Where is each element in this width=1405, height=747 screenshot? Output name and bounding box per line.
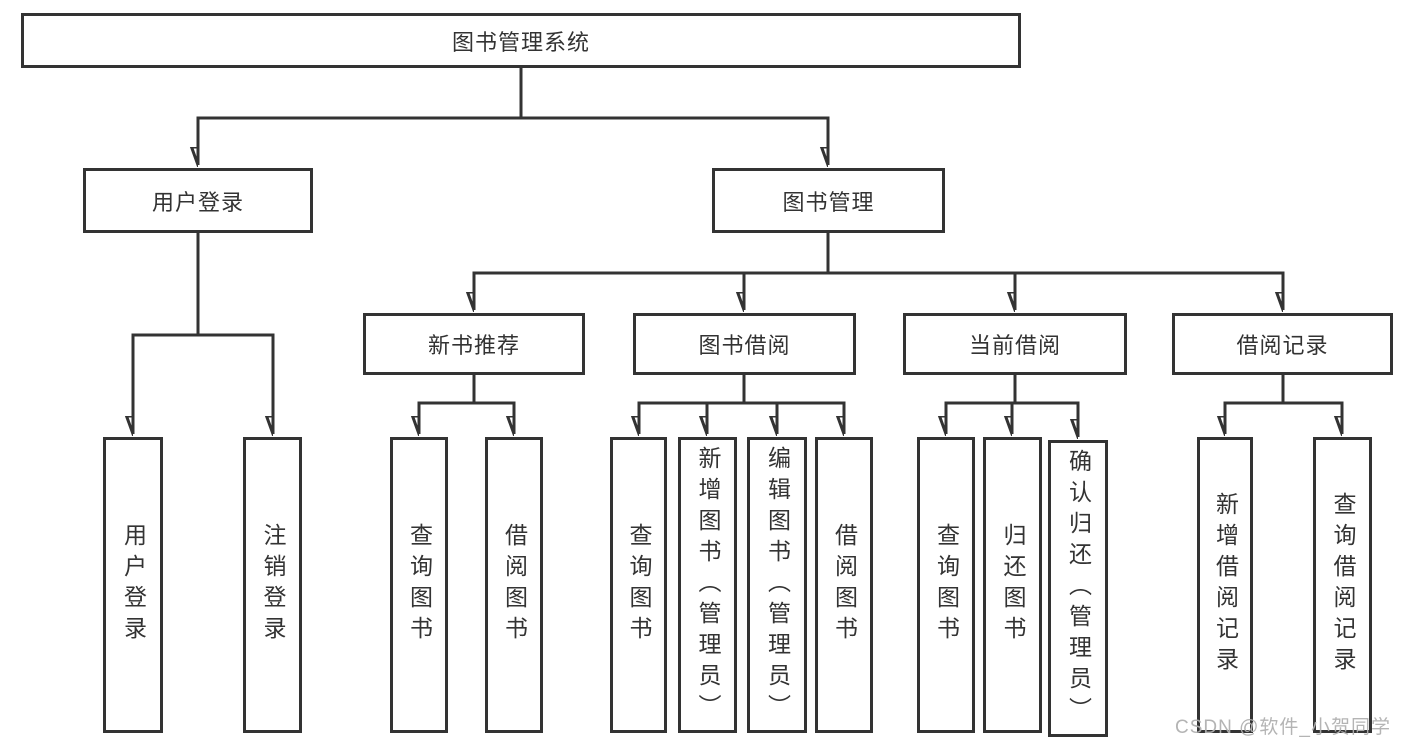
node-book-borrow: 图书借阅 xyxy=(633,313,856,375)
node-leaf-user-login: 用户登录 xyxy=(103,437,163,733)
node-leaf-cb-return-book-label: 归还图书 xyxy=(1000,523,1026,647)
node-current-borrow-label: 当前借阅 xyxy=(968,333,1061,358)
node-leaf-bb-edit-book-admin: 编辑图书（管理员） xyxy=(747,437,807,733)
edge-root-to-level2 xyxy=(198,68,830,165)
edge-current-borrow-children xyxy=(946,375,1080,437)
node-root-system: 图书管理系统 xyxy=(21,13,1021,68)
node-new-book-recommend: 新书推荐 xyxy=(363,313,585,375)
node-leaf-user-login-label: 用户登录 xyxy=(120,523,147,647)
node-book-management-label: 图书管理 xyxy=(782,189,875,215)
node-leaf-nb-borrow-book: 借阅图书 xyxy=(485,437,543,733)
node-leaf-bb-edit-book-admin-label: 编辑图书（管理员） xyxy=(764,445,791,725)
node-leaf-br-add-record-label: 新增借阅记录 xyxy=(1212,492,1239,678)
node-leaf-cb-query-book: 查询图书 xyxy=(917,437,975,733)
node-leaf-bb-borrow-book-label: 借阅图书 xyxy=(831,523,858,647)
node-user-login: 用户登录 xyxy=(83,168,313,233)
edge-borrow-record-children xyxy=(1225,375,1344,434)
node-leaf-cb-return-book: 归还图书 xyxy=(983,437,1042,733)
node-book-management: 图书管理 xyxy=(712,168,945,233)
edge-user-login-children xyxy=(133,233,275,434)
edge-book-mgmt-children xyxy=(474,233,1285,310)
node-leaf-bb-query-book-label: 查询图书 xyxy=(626,523,652,647)
node-borrow-record-label: 借阅记录 xyxy=(1236,333,1329,358)
node-new-book-recommend-label: 新书推荐 xyxy=(427,333,520,358)
node-root-label: 图书管理系统 xyxy=(451,29,590,55)
node-leaf-nb-borrow-book-label: 借阅图书 xyxy=(501,523,528,647)
node-leaf-cb-confirm-return-admin-label: 确认归还（管理员） xyxy=(1065,449,1092,728)
node-leaf-bb-query-book: 查询图书 xyxy=(610,437,667,733)
node-leaf-br-query-record-label: 查询借阅记录 xyxy=(1330,492,1356,678)
node-leaf-cb-confirm-return-admin: 确认归还（管理员） xyxy=(1048,440,1108,737)
node-leaf-br-add-record: 新增借阅记录 xyxy=(1197,437,1253,733)
node-leaf-bb-add-book-admin-label: 新增图书（管理员） xyxy=(695,445,721,725)
node-leaf-br-query-record: 查询借阅记录 xyxy=(1313,437,1372,733)
node-borrow-record: 借阅记录 xyxy=(1172,313,1393,375)
edge-book-borrow-children xyxy=(639,375,846,434)
edge-new-book-children xyxy=(419,375,516,434)
node-leaf-logout: 注销登录 xyxy=(243,437,302,733)
node-book-borrow-label: 图书借阅 xyxy=(698,333,791,358)
node-current-borrow: 当前借阅 xyxy=(903,313,1127,375)
node-leaf-bb-borrow-book: 借阅图书 xyxy=(815,437,873,733)
node-leaf-bb-add-book-admin: 新增图书（管理员） xyxy=(678,437,737,733)
csdn-watermark: CSDN @软件_小贺同学 xyxy=(1175,717,1391,738)
node-leaf-nb-query-book: 查询图书 xyxy=(390,437,448,733)
node-leaf-nb-query-book-label: 查询图书 xyxy=(406,523,433,647)
node-user-login-label: 用户登录 xyxy=(151,189,244,215)
node-leaf-logout-label: 注销登录 xyxy=(260,523,286,647)
node-leaf-cb-query-book-label: 查询图书 xyxy=(933,523,960,647)
